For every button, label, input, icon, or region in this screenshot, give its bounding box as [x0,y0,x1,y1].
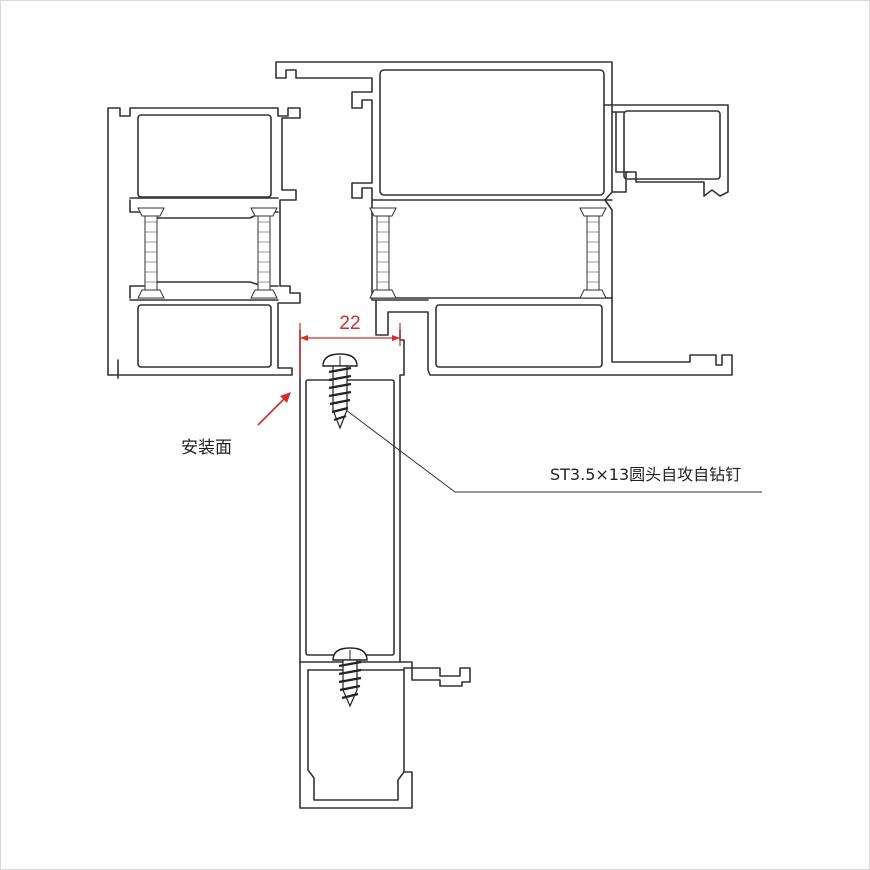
thermal-strip-4 [579,207,607,299]
install-face-arrow [257,392,291,426]
dimension-label: 22 [339,313,360,334]
thermal-strip-1 [137,207,165,299]
thermal-strip-3 [369,207,397,299]
dimension-22 [299,323,401,378]
left-sash-profile [107,107,301,379]
screw-callout-label: ST3.5×13圆头自攻自钻钉 [550,465,741,484]
thermal-strip-2 [250,207,278,299]
install-face-label: 安装面 [181,438,232,458]
screw-top [322,353,358,430]
screw-leader-line [345,409,762,493]
thermal-break-strips [137,207,607,299]
mullion-profile [299,329,471,809]
screw-bottom [332,647,368,708]
right-frame-profile [275,61,733,376]
